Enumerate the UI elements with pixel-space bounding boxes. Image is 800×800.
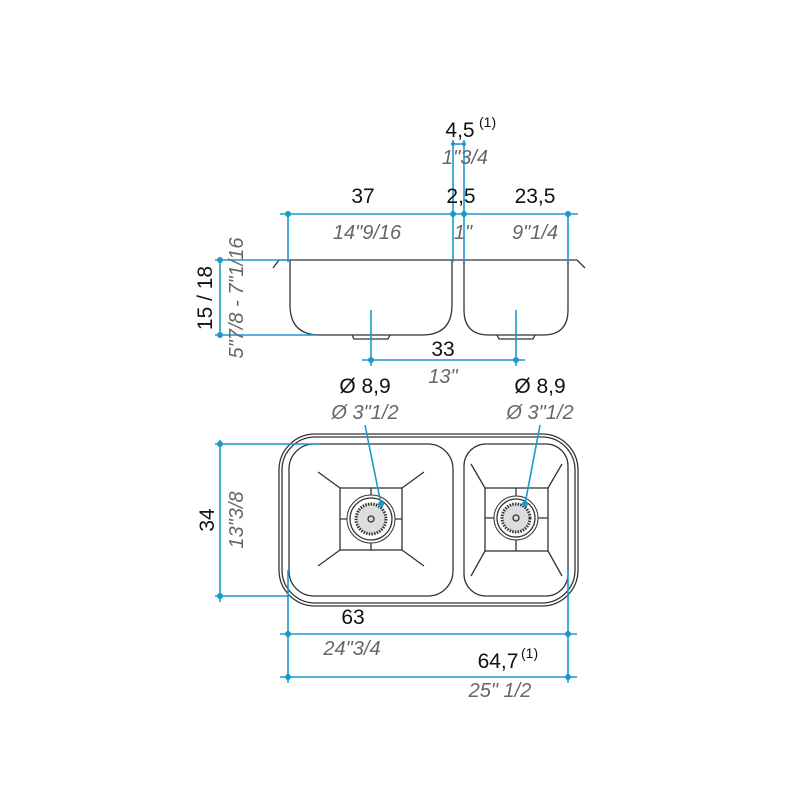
total-width-note: (1)	[521, 645, 538, 661]
height-metric: 34	[196, 508, 219, 532]
bowl-width-imperial: 24"3/4	[322, 638, 380, 660]
section-view: 4,5 (1) 1"3/4 37 14"9/16 2,5 1" 23,5 9"1…	[194, 114, 586, 388]
plan-view: Ø 8,9 Ø 3"1/2 Ø 8,9 Ø 3"1/2	[196, 375, 579, 702]
right-bowl	[463, 443, 569, 597]
depth-imperial: 5"7/8 - 7"1/16	[226, 237, 248, 359]
divider-metric: 2,5	[446, 185, 475, 208]
left-drain-metric: Ø 8,9	[339, 375, 390, 398]
sink-outer-rim	[278, 433, 579, 607]
divider-imperial: 1"	[454, 222, 473, 244]
depth-metric: 15 / 18	[194, 266, 217, 330]
left-drain-leader	[364, 424, 382, 505]
left-width-metric: 37	[351, 185, 374, 208]
left-bowl	[288, 443, 454, 597]
left-drain-imperial: Ø 3"1/2	[330, 402, 398, 424]
right-drain-metric: Ø 8,9	[514, 375, 565, 398]
right-drain-leader	[524, 424, 541, 505]
left-drain-icon	[317, 471, 425, 567]
left-width-imperial: 14"9/16	[333, 222, 402, 244]
gap-note: (1)	[479, 114, 496, 130]
right-width-imperial: 9"1/4	[512, 222, 558, 244]
drain-spacing-metric: 33	[431, 338, 454, 361]
drain-spacing-imperial: 13"	[428, 366, 458, 388]
total-width-imperial: 25" 1/2	[468, 680, 532, 702]
section-rim	[272, 259, 586, 269]
bowl-width-metric: 63	[341, 606, 364, 629]
right-drain-imperial: Ø 3"1/2	[505, 402, 573, 424]
right-drain-icon	[470, 463, 563, 577]
height-imperial: 13"3/8	[226, 491, 248, 548]
gap-imperial: 1"3/4	[442, 147, 488, 169]
right-width-metric: 23,5	[515, 185, 556, 208]
gap-metric: 4,5	[445, 119, 474, 142]
total-width-metric: 64,7	[478, 650, 519, 673]
